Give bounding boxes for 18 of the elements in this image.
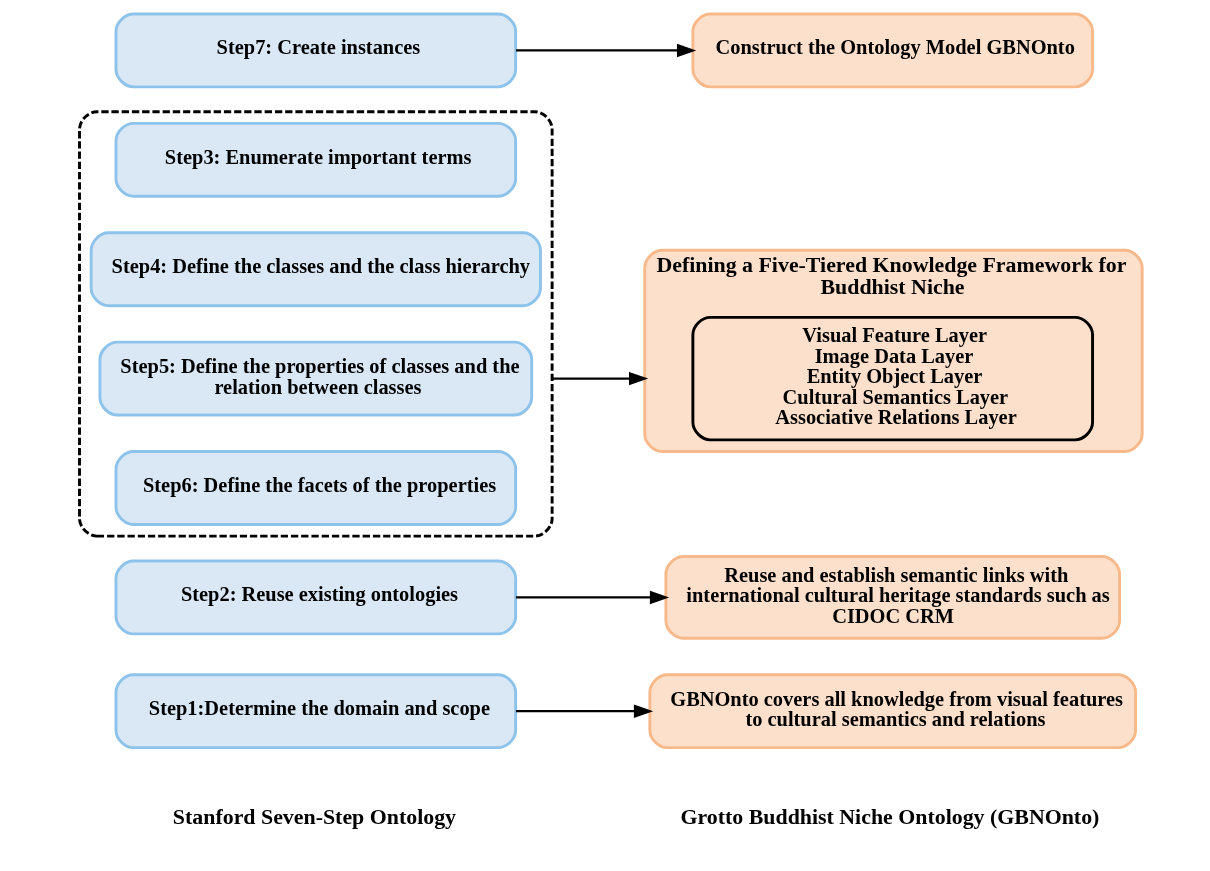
node-box: Step4: Define the classes and the class hierarchy xyxy=(89,231,542,308)
node-box: GBNOnto covers all knowledge from visual features to cultural semantics and relations xyxy=(648,673,1138,750)
node-box: Step6: Define the facets of the properties xyxy=(114,450,518,526)
node-box: Step2: Reuse existing ontologies xyxy=(114,559,518,636)
label: Grotto Buddhist Niche Ontology (GBNOnto) xyxy=(680,805,1100,830)
arrow xyxy=(516,43,697,58)
node-box: Step7: Create instances xyxy=(114,12,518,89)
node-box: Step3: Enumerate important terms xyxy=(114,121,518,198)
arrow xyxy=(552,371,649,386)
node-box: Construct the Ontology Model GBNOnto xyxy=(691,12,1095,89)
arrow xyxy=(516,704,654,718)
node-box: Visual Feature Layer Image Data Layer Entity Object Layer Cultural Semantics Layer Associative Relations Layer xyxy=(691,315,1095,442)
arrow xyxy=(516,590,670,605)
label: Stanford Seven-Step Ontology xyxy=(172,805,457,830)
node-box: Step5: Define the properties of classes and the relation between classes xyxy=(98,340,534,417)
cluster xyxy=(78,110,554,538)
node-box: Reuse and establish semantic links with international cultural heritage standards such as CIDOC CRM xyxy=(664,555,1121,640)
node-box: Step1:Determine the domain and scope xyxy=(114,673,518,750)
